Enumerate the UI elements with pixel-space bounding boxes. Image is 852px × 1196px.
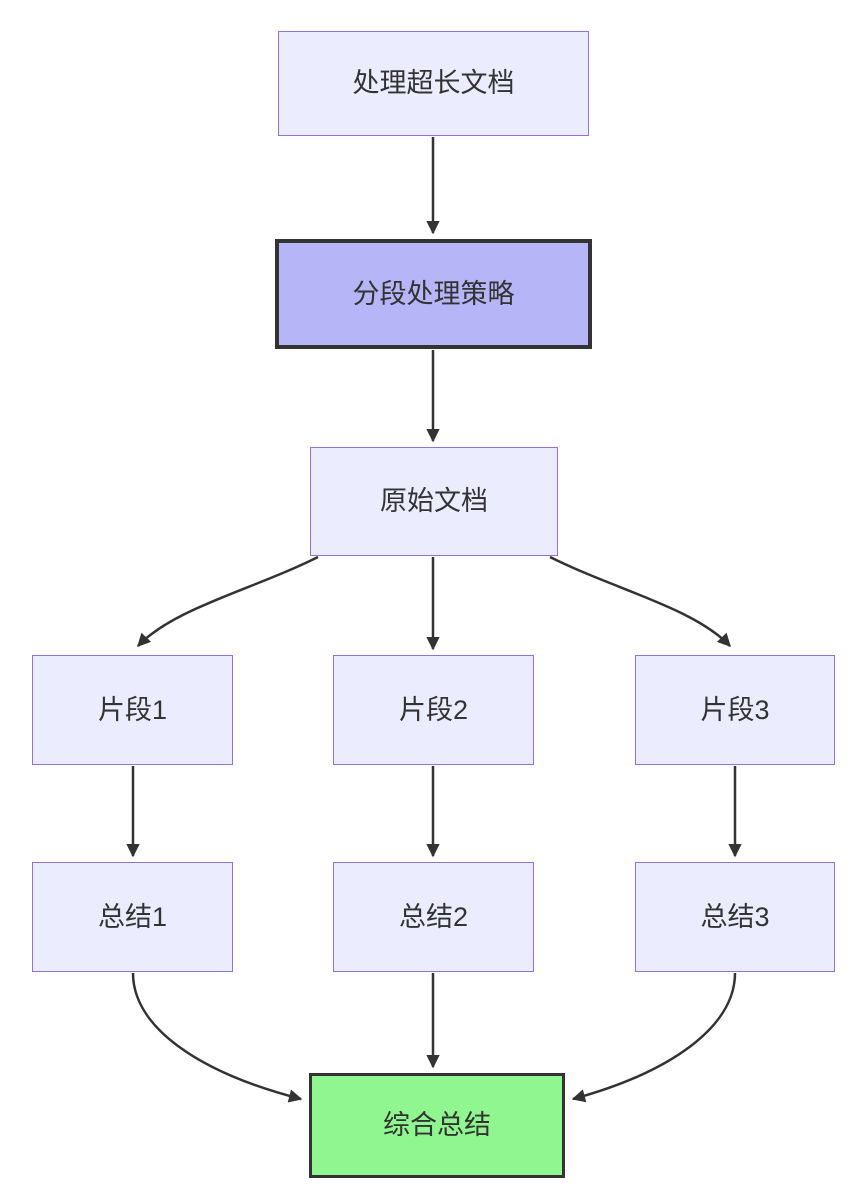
node-summary-1-label: 总结1 [97, 901, 168, 932]
node-summary-3-label: 总结3 [700, 901, 770, 932]
node-original-doc: 原始文档 [310, 447, 558, 556]
node-fragment-2: 片段2 [333, 655, 534, 765]
node-segment-strategy: 分段处理策略 [275, 239, 592, 349]
node-process-long-doc: 处理超长文档 [278, 31, 589, 136]
node-summary-2: 总结2 [333, 862, 534, 972]
node-fragment-1-label: 片段1 [97, 694, 168, 725]
edge-original-to-fragment-3 [549, 555, 731, 647]
node-segment-strategy-label: 分段处理策略 [352, 278, 515, 309]
node-fragment-3-label: 片段3 [700, 694, 770, 725]
node-fragment-2-label: 片段2 [398, 694, 469, 725]
node-process-long-doc-label: 处理超长文档 [352, 68, 515, 99]
edge-summary-3-to-final [571, 972, 737, 1103]
edge-summary-1-to-final [131, 972, 303, 1103]
node-summary-1: 总结1 [32, 862, 233, 972]
node-fragment-3: 片段3 [635, 655, 835, 765]
node-final-summary-label: 综合总结 [383, 1110, 491, 1141]
node-original-doc-label: 原始文档 [380, 486, 488, 517]
node-summary-3: 总结3 [635, 862, 835, 972]
edge-original-to-fragment-1 [137, 555, 319, 647]
node-fragment-1: 片段1 [32, 655, 233, 765]
node-summary-2-label: 总结2 [398, 901, 469, 932]
node-final-summary: 综合总结 [309, 1073, 565, 1178]
